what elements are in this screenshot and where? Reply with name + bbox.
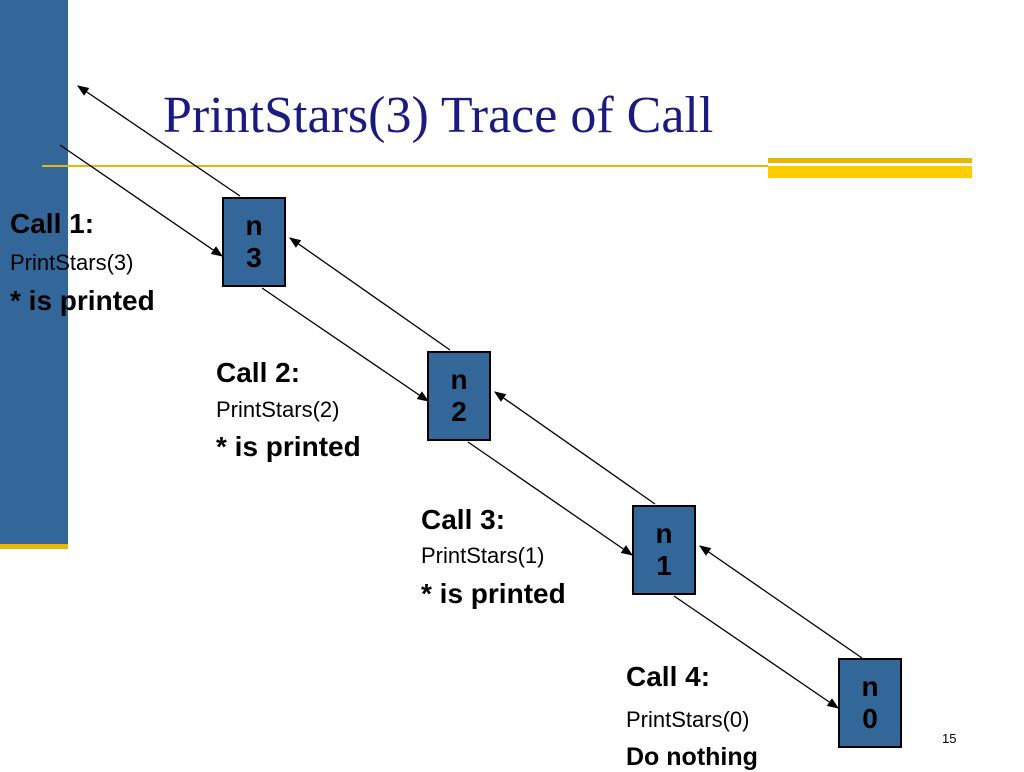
call-3-label: Call 3: [421,504,506,535]
call-1-result: * is printed [10,285,155,316]
slide-title: PrintStars(3) Trace of Call [163,87,714,144]
call-arrow-3 [467,441,633,556]
title-rule [42,165,972,167]
node-value: 1 [656,550,672,581]
call-3-function: PrintStars(1) [421,543,545,568]
node-box-call-2: n 2 [427,351,491,441]
call-1-label: Call 1: [10,208,95,239]
node-box-call-3: n 1 [632,505,696,595]
node-box-call-4: n 0 [838,658,902,748]
left-accent-underline [0,544,68,549]
call-2-result: * is printed [216,431,361,462]
node-value: 0 [862,703,878,734]
call-2-label: Call 2: [216,357,301,388]
node-variable: n [450,364,468,395]
node-variable: n [861,671,879,702]
left-accent-bar [0,0,68,544]
return-arrow-3 [494,391,656,505]
title-rule-accent [768,158,972,178]
node-box-call-1: n 3 [222,197,286,287]
call-1-function: PrintStars(3) [10,250,134,275]
return-arrow-2 [289,237,451,351]
node-variable: n [245,210,263,241]
call-arrow-4 [673,595,839,709]
call-4-result: Do nothing [626,743,758,771]
call-4-function: PrintStars(0) [626,707,750,732]
node-value: 2 [451,396,467,427]
call-2-function: PrintStars(2) [216,397,340,422]
return-arrow-1 [77,85,241,197]
page-number: 15 [942,731,957,746]
call-arrow-1 [59,144,223,257]
call-arrow-2 [261,287,429,402]
node-variable: n [655,518,673,549]
call-4-label: Call 4: [626,661,711,692]
return-arrow-4 [699,545,863,659]
node-value: 3 [246,242,262,273]
call-3-result: * is printed [421,578,566,609]
